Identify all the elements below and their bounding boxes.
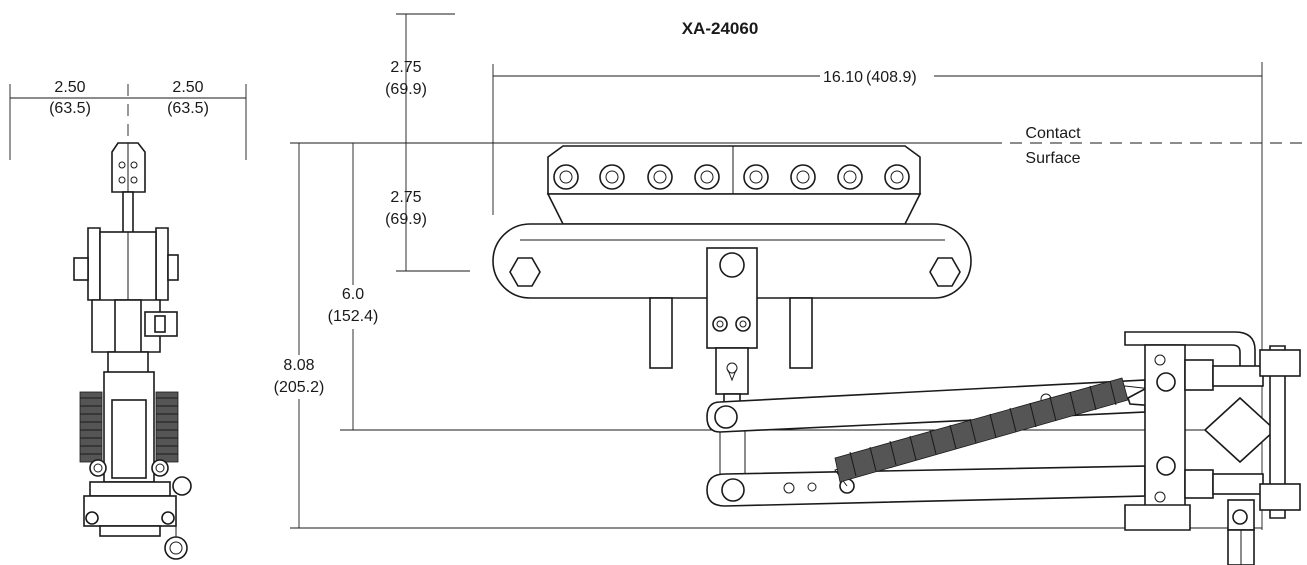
dim-length-value: 16.10 [823, 69, 863, 86]
dim-side-right-value: 2.50 [172, 79, 203, 96]
dim-shoe-height-value: 2.75 [390, 189, 421, 206]
side-spring-left [79, 391, 103, 463]
dim-total-height-metric: (205.2) [274, 379, 325, 396]
dim-top-offset-value: 2.75 [390, 59, 421, 76]
dim-mid-height-metric: (152.4) [328, 308, 379, 325]
center-post [706, 247, 758, 407]
dim-mid-height-value: 6.0 [342, 286, 364, 303]
dim-side-left-value: 2.50 [54, 79, 85, 96]
dim-total-height-value: 8.08 [283, 357, 314, 374]
contact-surface-label-1: Contact [1025, 125, 1081, 142]
lower-arm [706, 430, 1146, 507]
front-view: 2.75 (69.9) 16.10 (408.9) Contact Surfac… [268, 13, 1307, 565]
dim-shoe-height-metric: (69.9) [385, 211, 427, 228]
drawing-title: XA-24060 [682, 19, 759, 38]
shoe-screws [553, 164, 910, 190]
side-spring-right [155, 391, 179, 463]
dim-side-right-metric: (63.5) [167, 100, 209, 117]
dim-length-metric: (408.9) [866, 69, 917, 86]
dim-top-offset-metric: (69.9) [385, 81, 427, 98]
side-view: 2.50 (63.5) 2.50 (63.5) [9, 79, 247, 560]
contact-surface-label-2: Surface [1025, 150, 1080, 167]
mounting-bracket [1124, 331, 1301, 565]
collector-shoe [546, 145, 922, 225]
dim-side-left-metric: (63.5) [49, 100, 91, 117]
